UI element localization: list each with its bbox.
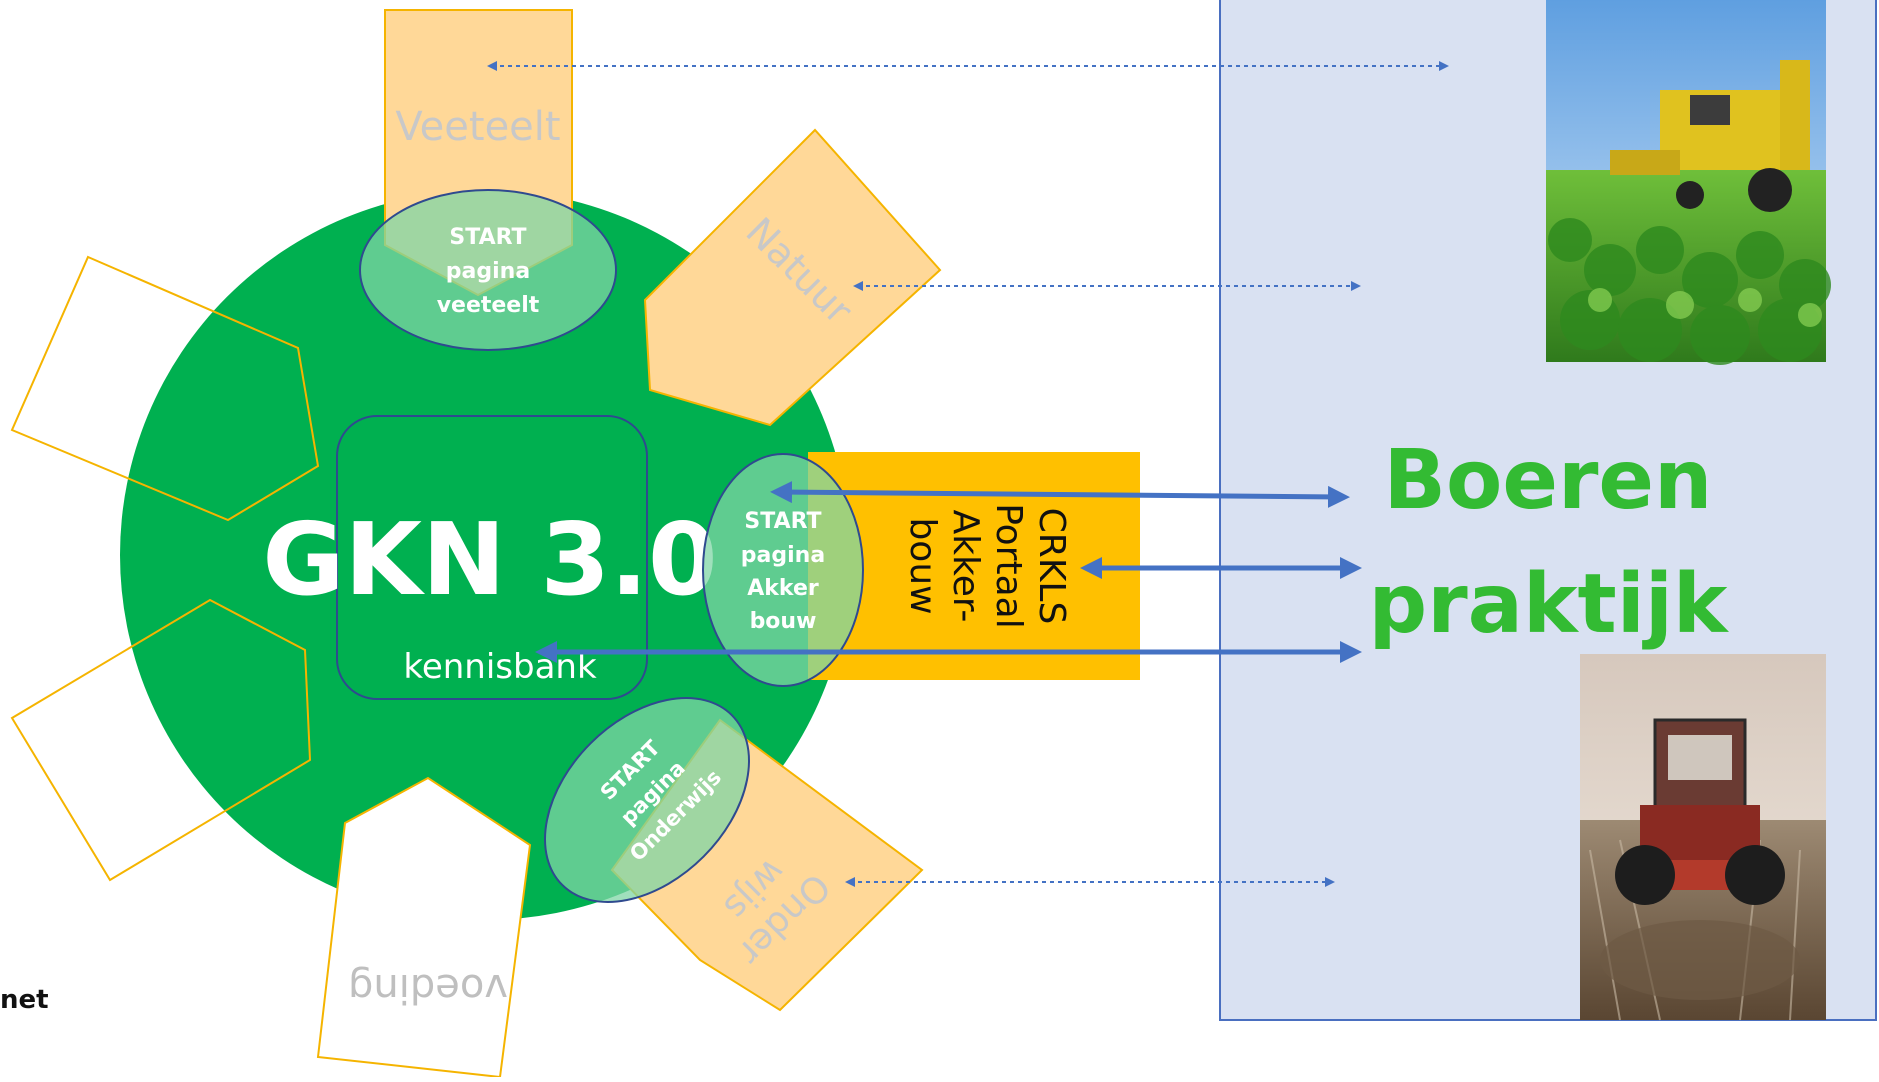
akkerbouw-portal-text: CRKLS Portaal Akker- bouw [902, 503, 1072, 629]
start-veeteelt-line2: pagina [446, 259, 530, 284]
hub-title: GKN 3.0 [262, 501, 717, 618]
start-akkerbouw-line2: pagina [741, 543, 825, 568]
arrow-start-akkerbouw-practice [770, 481, 1350, 508]
natuur-shape [643, 128, 942, 427]
start-veeteelt-text: START pagina veeteelt [437, 225, 540, 318]
portal-line-3: Akker- [945, 510, 986, 623]
practice-title-line2: praktijk [1369, 557, 1730, 652]
start-akkerbouw-text: START pagina Akker bouw [741, 509, 825, 634]
start-veeteelt-line1: START [449, 225, 526, 250]
voeding-shape [316, 776, 532, 1079]
veeteelt-label: Veeteelt [395, 104, 560, 150]
tractor-photo [1580, 654, 1826, 1021]
start-akkerbouw-line4: bouw [750, 609, 817, 634]
start-akkerbouw-ellipse [702, 453, 864, 687]
portal-line-2: Portaal [988, 503, 1029, 629]
start-akkerbouw-line3: Akker [747, 576, 819, 601]
start-onderwijs-ellipse [544, 697, 750, 903]
portal-line-1: CRKLS [1031, 508, 1072, 625]
hub-inner-frame [336, 415, 648, 700]
start-veeteelt-line3: veeteelt [437, 293, 540, 318]
start-veeteelt-ellipse [359, 189, 617, 351]
empty-pentagon-1 [10, 255, 320, 522]
harvester-photo [1546, 0, 1831, 365]
portal-line-4: bouw [902, 517, 943, 614]
empty-pentagon-2 [10, 598, 312, 882]
voeding-label: voeding [348, 965, 508, 1011]
footer-fragment: net [0, 985, 49, 1015]
practice-title-line1: Boeren [1384, 433, 1713, 528]
start-akkerbouw-line1: START [744, 509, 821, 534]
